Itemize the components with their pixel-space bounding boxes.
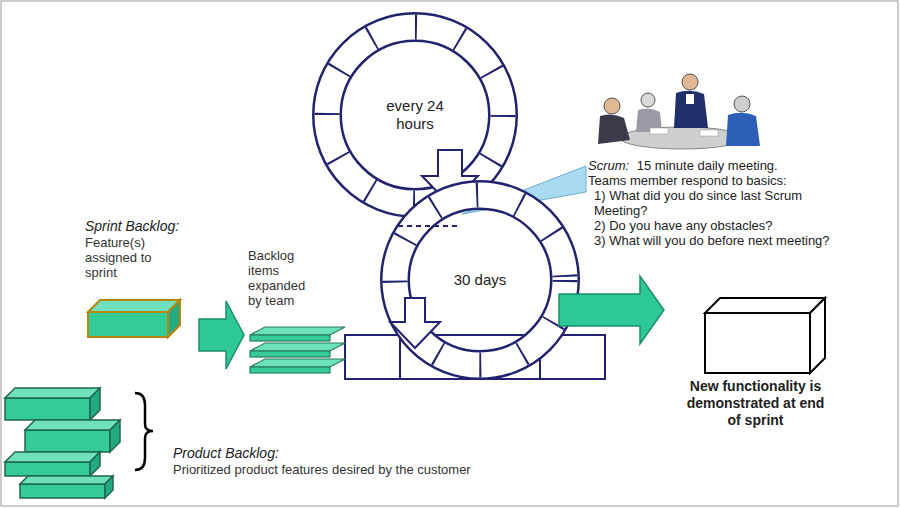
node-heading: Product Backlog: (173, 445, 279, 462)
result-box (705, 298, 825, 373)
bracket (135, 393, 153, 470)
expanded-items (250, 327, 345, 373)
node-text: 30 days (420, 271, 540, 289)
callout-item: 2) Do you have any obstacles? (588, 218, 839, 233)
dashed-link (398, 225, 458, 227)
callout-title: Scrum: (588, 158, 629, 173)
node-text: Prioritized product features desired by … (173, 462, 471, 477)
sprint-box (88, 300, 180, 337)
node-heading: Sprint Backlog: (85, 218, 179, 235)
product-backlog: Product Backlog:Prioritized product feat… (5, 385, 550, 503)
expanded-backlog: Backlog items expanded by team (248, 245, 348, 380)
daily-cycle: every 24 hours (340, 80, 490, 150)
callout-item: 3) What will you do before next meeting? (588, 233, 839, 248)
new-functionality: New functionality is demonstrated at end… (668, 290, 843, 432)
node-text: every 24 hours (370, 97, 460, 133)
flow-arrow (559, 276, 664, 344)
sprint-cycle: 30 days (405, 245, 555, 315)
sprint-backlog: Sprint Backlog:Feature(s) assigned to sp… (85, 215, 195, 347)
scrum-callout: Scrum: 15 minute daily meeting. Teams me… (588, 158, 895, 300)
meeting-picture (598, 74, 760, 149)
daily-cycle-ring (327, 27, 503, 205)
flow-arrow (199, 301, 244, 369)
product-stack (5, 388, 120, 498)
sprint-cycle-ring (390, 195, 565, 365)
callout-heading: Scrum: 15 minute daily meeting. Teams me… (588, 158, 803, 188)
node-text: Feature(s) assigned to sprint (85, 235, 157, 280)
node-text: Backlog items expanded by team (248, 248, 320, 308)
node-text: New functionality is demonstrated at end… (681, 378, 831, 429)
callout-item: 1) What did you do since last Scrum Meet… (588, 188, 839, 218)
